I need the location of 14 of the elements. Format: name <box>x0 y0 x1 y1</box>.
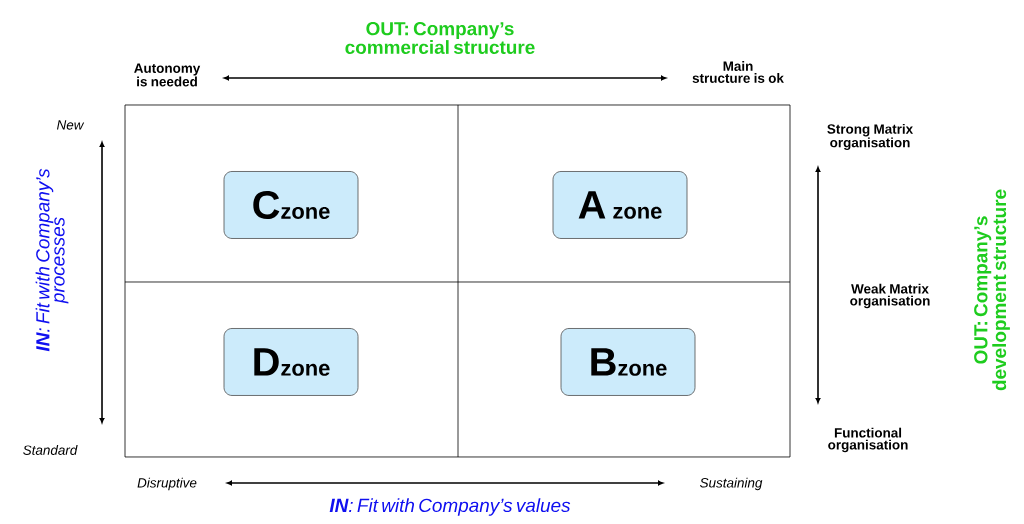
zone-box: Czone <box>223 171 359 239</box>
axis-title: OUT: Company’s commercial structure <box>345 21 535 54</box>
axis-end-label: New <box>56 120 85 130</box>
axis-mid-label: Weak Matrix organisation <box>850 283 930 309</box>
axis-title: IN: Fit with Company’s processes <box>35 168 69 352</box>
axis-end-label: Functional organisation <box>828 427 908 453</box>
axis-end-label: Sustaining <box>699 477 763 491</box>
axis-end-label: Autonomy is needed <box>134 63 201 87</box>
axis-end-label: Strong Matrix organisation <box>827 123 914 151</box>
axis-end-label: Standard <box>23 445 78 455</box>
axis-end-label: Disruptive <box>137 477 197 491</box>
axis-title: IN: Fit with Company’s values <box>329 498 571 516</box>
axis-end-label: Main structure is ok <box>692 61 784 83</box>
axis-title: OUT: Company’s development structure <box>974 189 1010 391</box>
